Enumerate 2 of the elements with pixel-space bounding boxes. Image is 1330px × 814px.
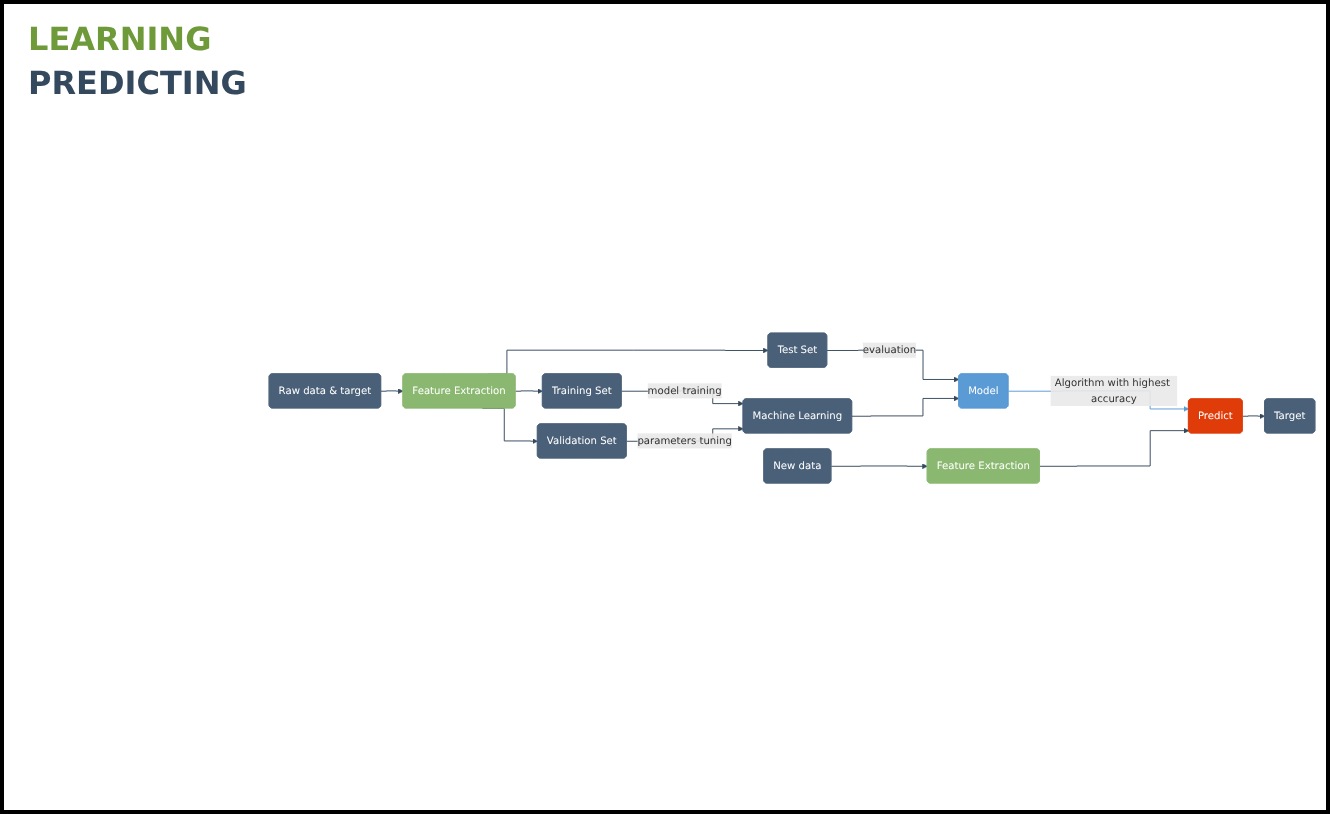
- section-heading: LEARNING: [28, 20, 212, 58]
- section-heading: PREDICTING: [28, 64, 247, 102]
